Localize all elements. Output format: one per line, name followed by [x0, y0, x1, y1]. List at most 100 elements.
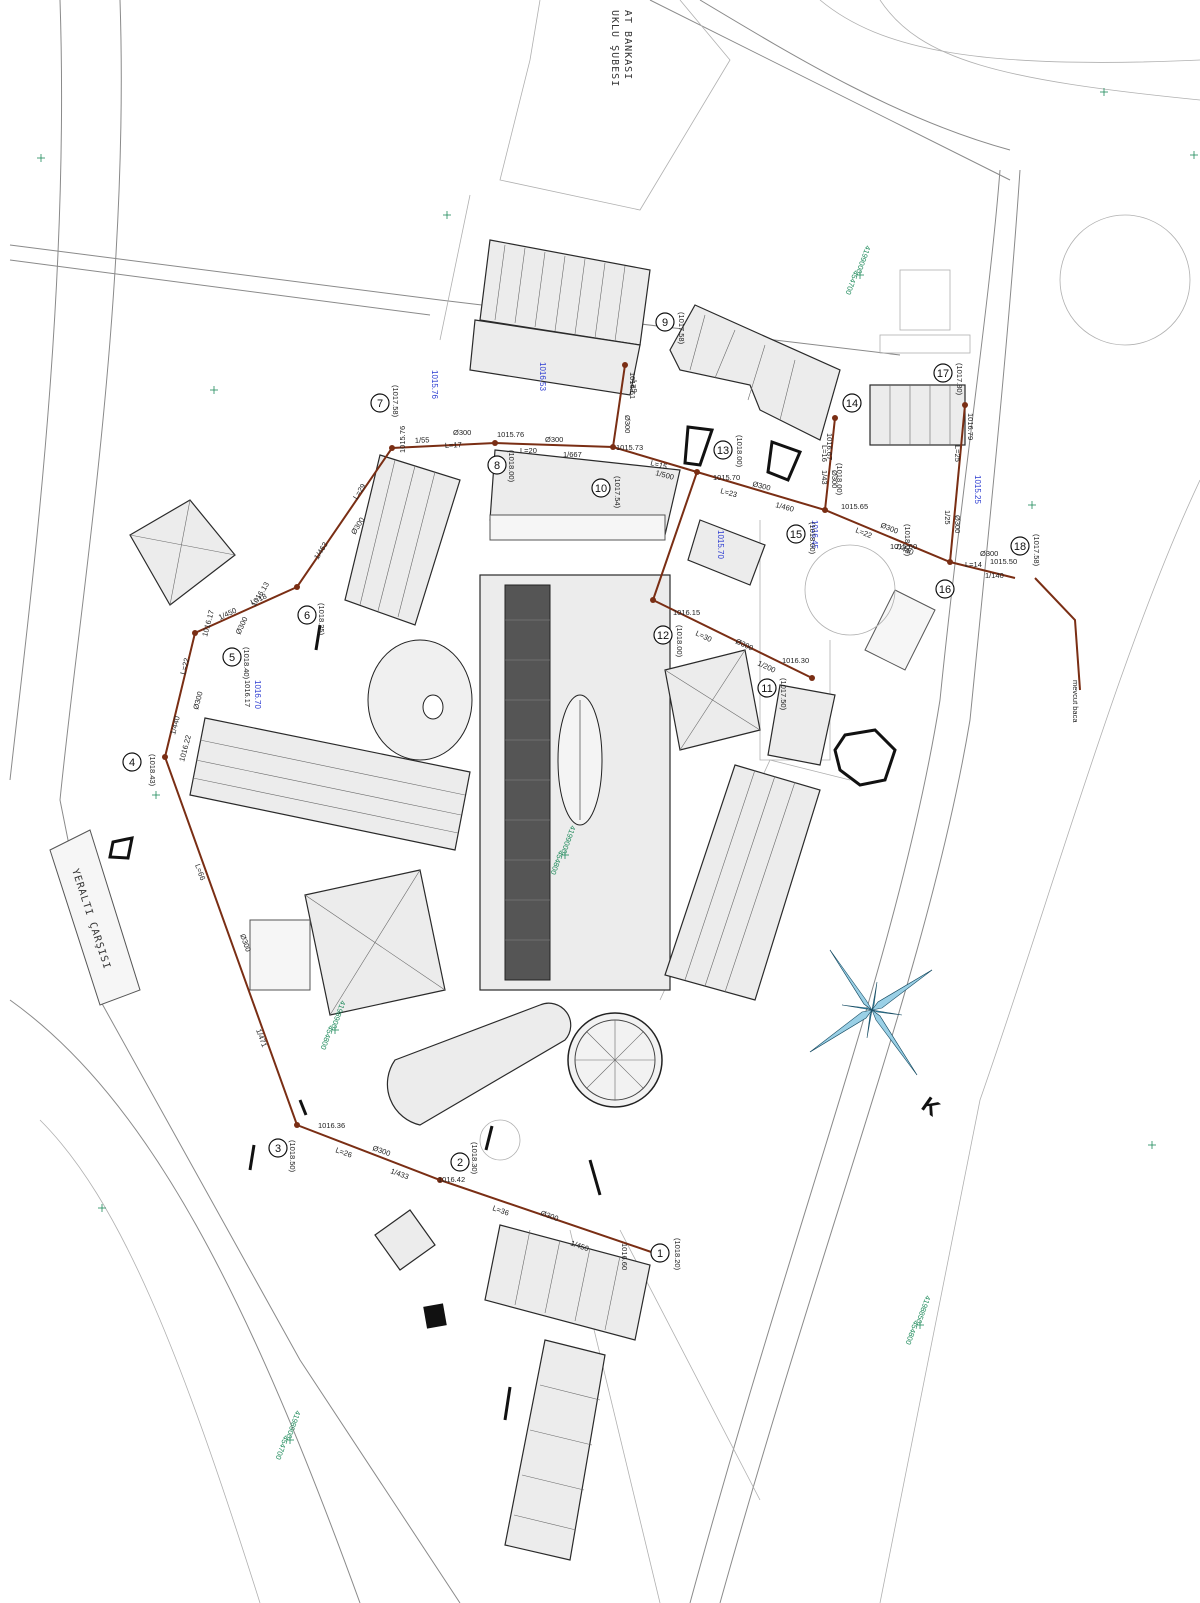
svg-text:2: 2	[457, 1157, 463, 1169]
manhole-14: 14 (1018.00) 1016.67	[825, 393, 862, 496]
svg-text:Ø300: Ø300	[830, 470, 839, 488]
svg-text:3: 3	[275, 1143, 281, 1155]
svg-text:1/471: 1/471	[254, 1028, 269, 1049]
marker-13	[683, 425, 715, 467]
north-arrow-icon: K	[809, 949, 945, 1122]
svg-text:1016.30: 1016.30	[782, 656, 809, 665]
building-south-small	[374, 1209, 436, 1271]
svg-text:1016.61: 1016.61	[628, 372, 637, 399]
svg-text:1/55: 1/55	[415, 435, 430, 445]
svg-text:1/43: 1/43	[820, 470, 829, 485]
manhole-7: 7 (1017.58) 1015.76	[370, 385, 407, 453]
svg-text:(1017.58): (1017.58)	[677, 312, 686, 345]
svg-text:1016.15: 1016.15	[673, 608, 700, 617]
rotunda-west	[367, 639, 473, 761]
svg-text:Ø300: Ø300	[980, 549, 998, 558]
svg-text:1015.70: 1015.70	[713, 473, 740, 482]
manhole-18: 18 (1017.58) 1015.50	[990, 534, 1041, 567]
building-south-2	[504, 1339, 606, 1561]
svg-text:1/140: 1/140	[985, 571, 1004, 580]
svg-text:1/200: 1/200	[756, 659, 777, 675]
solid-block	[423, 1303, 447, 1329]
svg-text:(1018.00): (1018.00)	[507, 450, 516, 483]
svg-text:15: 15	[790, 529, 802, 541]
svg-text:1/460: 1/460	[774, 500, 794, 514]
manhole-6: 6 (1018.25) 1016.13	[249, 580, 326, 635]
svg-text:1016.45: 1016.45	[810, 520, 819, 549]
svg-text:8: 8	[494, 460, 500, 472]
manhole-2: 2 (1018.30) 1016.42	[438, 1142, 479, 1184]
svg-text:454800: 454800	[904, 1319, 921, 1346]
svg-text:11: 11	[761, 683, 772, 695]
svg-text:Ø300: Ø300	[191, 690, 204, 710]
svg-text:(1017.54): (1017.54)	[613, 476, 622, 509]
svg-text:Ø300: Ø300	[234, 615, 250, 635]
svg-text:(1018.00): (1018.00)	[808, 522, 817, 555]
svg-text:(1018.20): (1018.20)	[673, 1238, 682, 1271]
svg-text:1016.17: 1016.17	[243, 680, 252, 707]
svg-text:9: 9	[662, 317, 668, 329]
svg-text:(1017.50): (1017.50)	[779, 678, 788, 711]
svg-text:(1017.58): (1017.58)	[391, 385, 400, 418]
manhole-16: 16 (1018.00) 1015.60	[890, 524, 955, 599]
svg-text:K: K	[917, 1092, 944, 1122]
svg-text:454700: 454700	[844, 269, 861, 296]
svg-text:1015.73: 1015.73	[616, 443, 643, 452]
svg-text:4: 4	[129, 757, 135, 769]
marker-13b	[766, 439, 803, 482]
bank-label-2: UKLU ŞUBESI	[609, 10, 620, 87]
svg-text:(1018.00): (1018.00)	[835, 463, 844, 496]
svg-text:1/440: 1/440	[168, 715, 182, 735]
manhole-11: 11 (1017.50) 1016.30	[757, 656, 809, 711]
manhole-8: 8 (1018.00) 1015.76	[487, 430, 524, 483]
svg-text:(1017.58): (1017.58)	[1032, 534, 1041, 567]
svg-text:12: 12	[657, 630, 669, 642]
manhole-15: 15 (1018.00) 1015.65	[786, 502, 868, 555]
manhole-10: 10 (1017.54) 1015.73	[591, 443, 643, 509]
manholes: 1 (1018.20) 1016.60 2 (1018.30) 1016.42 …	[122, 312, 1041, 1271]
svg-text:1016.67: 1016.67	[825, 433, 834, 460]
manhole-1: 1 (1018.20) 1016.60	[620, 1238, 682, 1271]
svg-text:1016.22: 1016.22	[177, 734, 193, 763]
oval-pool	[386, 1002, 572, 1126]
manhole-12: 12 (1018.00) 1016.15	[653, 608, 700, 658]
svg-text:(1018.40): (1018.40)	[242, 647, 251, 680]
svg-text:10: 10	[595, 483, 607, 495]
svg-text:(1018.00): (1018.00)	[675, 625, 684, 658]
building-11	[767, 684, 836, 766]
svg-text:(1018.00): (1018.00)	[903, 524, 912, 557]
manhole-4: 4 (1018.43) 1016.22	[122, 734, 193, 787]
existing-chimney-label: mevcut baca	[1071, 680, 1080, 723]
svg-text:1015.65: 1015.65	[841, 502, 868, 511]
svg-text:Ø300: Ø300	[539, 1208, 559, 1223]
building-ne	[669, 304, 841, 441]
building-north-annex	[469, 319, 641, 396]
manhole-13: 13 (1018.00) 1015.70	[713, 435, 744, 482]
svg-text:1016.17: 1016.17	[200, 609, 216, 638]
svg-text:L=30: L=30	[694, 629, 713, 644]
svg-text:(1018.00): (1018.00)	[735, 435, 744, 468]
building-east-long	[664, 764, 821, 1001]
svg-text:L=14: L=14	[965, 560, 982, 569]
svg-text:Ø300: Ø300	[371, 1143, 391, 1158]
svg-text:1/25: 1/25	[943, 510, 952, 525]
buildings	[108, 239, 966, 1561]
svg-text:1015.76: 1015.76	[430, 370, 439, 399]
svg-text:6: 6	[304, 610, 310, 622]
svg-text:1015.50: 1015.50	[990, 557, 1017, 566]
svg-text:L=26: L=26	[334, 1145, 353, 1159]
svg-text:(1018.25): (1018.25)	[317, 603, 326, 636]
svg-text:13: 13	[717, 445, 729, 457]
bank-label-1: AT BANKASI	[622, 10, 633, 80]
svg-text:1015.76: 1015.76	[398, 426, 407, 453]
blue-elevations: 1015.76 1016.53 1015.25 1016.45 1016.70 …	[243, 362, 982, 709]
svg-text:L=22: L=22	[854, 526, 873, 541]
svg-text:L=29: L=29	[351, 482, 368, 501]
svg-text:L=16: L=16	[820, 445, 829, 462]
svg-text:454700: 454700	[274, 1434, 291, 1461]
svg-text:L=20: L=20	[520, 446, 537, 455]
svg-text:454800: 454800	[319, 1024, 336, 1051]
svg-text:1/667: 1/667	[563, 450, 582, 459]
main-hall-dark-strip	[504, 584, 551, 981]
svg-text:16: 16	[939, 584, 951, 596]
